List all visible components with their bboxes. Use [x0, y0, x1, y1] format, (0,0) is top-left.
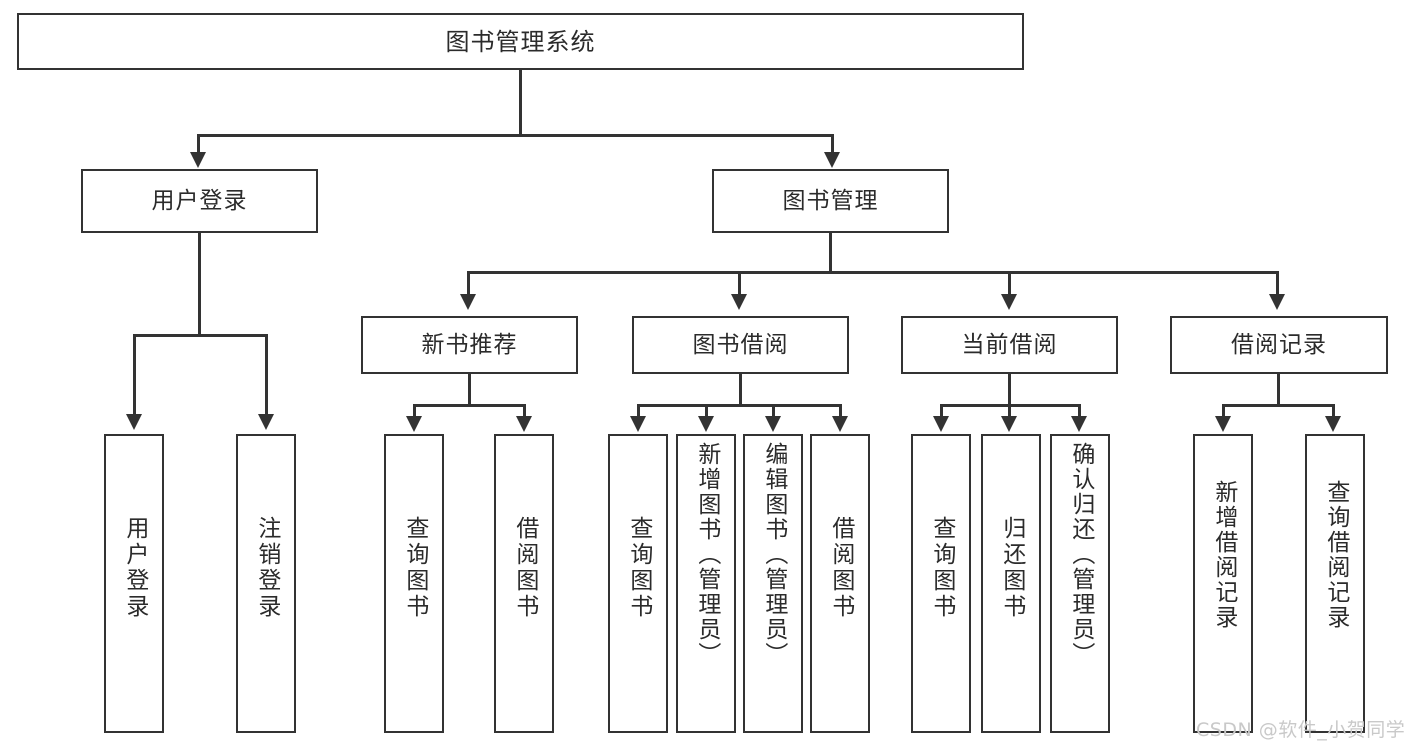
- arrowhead-current-borrow-leaf-1: [1001, 416, 1017, 432]
- node-label: 图书管理系统: [445, 27, 596, 56]
- arrowhead-book-borrow-leaf-1: [698, 416, 714, 432]
- connector-new-book-stem: [468, 374, 471, 406]
- node-book-borrow[interactable]: 图书借阅: [632, 316, 849, 374]
- leaf-new-book-borrow-book[interactable]: 借阅图书: [494, 434, 554, 733]
- arrowhead-user-login-leaf-1: [258, 414, 274, 430]
- leaf-book-borrow-borrow-book[interactable]: 借阅图书: [810, 434, 870, 733]
- leaf-current-borrow-return-book[interactable]: 归还图书: [981, 434, 1041, 733]
- connector-user-login-leaf-0: [133, 334, 136, 416]
- leaf-label: 借阅图书: [511, 516, 538, 620]
- connector-user-login-leaf-1: [265, 334, 268, 416]
- leaf-user-login-login[interactable]: 用户登录: [104, 434, 164, 733]
- node-label: 图书借阅: [692, 331, 789, 358]
- node-book-management[interactable]: 图书管理: [712, 169, 949, 233]
- connector-current-borrow-leaf-0: [940, 404, 943, 418]
- leaf-current-borrow-confirm-return-admin[interactable]: 确认归还（管理员）: [1050, 434, 1110, 733]
- arrowhead-borrow-record: [1269, 294, 1285, 310]
- connector-book-borrow-leaf-0: [637, 404, 640, 418]
- node-root-system[interactable]: 图书管理系统: [17, 13, 1024, 70]
- connector-book-borrow-bus: [637, 404, 841, 407]
- leaf-current-borrow-query-book[interactable]: 查询图书: [911, 434, 971, 733]
- arrowhead-new-book-leaf-0: [406, 416, 422, 432]
- arrowhead-current-borrow: [1001, 294, 1017, 310]
- connector-current-borrow-leaf-2: [1078, 404, 1081, 418]
- arrowhead-borrow-record-leaf-0: [1215, 416, 1231, 432]
- leaf-borrow-record-query-record[interactable]: 查询借阅记录: [1305, 434, 1365, 733]
- leaf-borrow-record-add-record[interactable]: 新增借阅记录: [1193, 434, 1253, 733]
- node-borrow-record[interactable]: 借阅记录: [1170, 316, 1388, 374]
- connector-book-mgmt-to-borrow-record: [1276, 271, 1279, 296]
- connector-current-borrow-stem: [1008, 374, 1011, 406]
- leaf-label: 查询图书: [401, 516, 428, 620]
- leaf-label: 借阅图书: [827, 516, 854, 620]
- connector-root-stem: [519, 70, 522, 136]
- connector-book-mgmt-stem: [829, 233, 832, 273]
- arrowhead-current-borrow-leaf-2: [1071, 416, 1087, 432]
- leaf-label: 归还图书: [998, 516, 1025, 620]
- node-label: 当前借阅: [961, 331, 1058, 358]
- node-current-borrow[interactable]: 当前借阅: [901, 316, 1118, 374]
- connector-book-borrow-leaf-1: [705, 404, 708, 418]
- leaf-label: 查询图书: [625, 516, 652, 620]
- leaf-new-book-query-book[interactable]: 查询图书: [384, 434, 444, 733]
- connector-new-book-bus: [413, 404, 526, 407]
- connector-borrow-record-bus: [1222, 404, 1335, 407]
- arrowhead-borrow-record-leaf-1: [1325, 416, 1341, 432]
- connector-root-bus: [197, 134, 834, 137]
- connector-book-borrow-leaf-3: [839, 404, 842, 418]
- leaf-label: 新增图书（管理员）: [693, 442, 720, 667]
- leaf-label: 查询借阅记录: [1322, 480, 1349, 630]
- arrowhead-user-login: [190, 152, 206, 168]
- connector-book-borrow-stem: [739, 374, 742, 406]
- connector-borrow-record-leaf-1: [1332, 404, 1335, 418]
- connector-new-book-leaf-1: [523, 404, 526, 418]
- connector-current-borrow-leaf-1: [1008, 404, 1011, 418]
- leaf-label: 新增借阅记录: [1210, 480, 1237, 630]
- leaf-label: 确认归还（管理员）: [1067, 442, 1094, 667]
- arrowhead-book-borrow-leaf-0: [630, 416, 646, 432]
- node-label: 用户登录: [151, 187, 248, 214]
- arrowhead-book-borrow: [731, 294, 747, 310]
- arrowhead-current-borrow-leaf-0: [933, 416, 949, 432]
- connector-root-to-user-login: [197, 134, 200, 154]
- connector-borrow-record-stem: [1277, 374, 1280, 406]
- leaf-label: 用户登录: [121, 516, 148, 620]
- leaf-book-borrow-add-book-admin[interactable]: 新增图书（管理员）: [676, 434, 736, 733]
- connector-user-login-stem: [198, 233, 201, 336]
- connector-book-mgmt-bus: [467, 271, 1279, 274]
- connector-book-borrow-leaf-2: [772, 404, 775, 418]
- connector-book-mgmt-to-book-borrow: [738, 271, 741, 296]
- node-label: 借阅记录: [1231, 331, 1327, 358]
- leaf-label: 编辑图书（管理员）: [760, 442, 787, 667]
- leaf-book-borrow-edit-book-admin[interactable]: 编辑图书（管理员）: [743, 434, 803, 733]
- connector-new-book-leaf-0: [413, 404, 416, 418]
- leaf-user-login-logout[interactable]: 注销登录: [236, 434, 296, 733]
- node-user-login[interactable]: 用户登录: [81, 169, 318, 233]
- leaf-label: 查询图书: [928, 516, 955, 620]
- arrowhead-book-mgmt: [824, 152, 840, 168]
- connector-book-mgmt-to-new-book: [467, 271, 470, 296]
- arrowhead-new-book: [460, 294, 476, 310]
- node-label: 图书管理: [782, 187, 879, 214]
- leaf-book-borrow-query-book[interactable]: 查询图书: [608, 434, 668, 733]
- arrowhead-new-book-leaf-1: [516, 416, 532, 432]
- connector-borrow-record-leaf-0: [1222, 404, 1225, 418]
- connector-book-mgmt-to-current-borrow: [1008, 271, 1011, 296]
- node-label: 新书推荐: [421, 331, 518, 358]
- node-new-book-recommend[interactable]: 新书推荐: [361, 316, 578, 374]
- arrowhead-user-login-leaf-0: [126, 414, 142, 430]
- leaf-label: 注销登录: [253, 516, 280, 620]
- arrowhead-book-borrow-leaf-2: [765, 416, 781, 432]
- arrowhead-book-borrow-leaf-3: [832, 416, 848, 432]
- connector-user-login-bus: [133, 334, 268, 337]
- connector-root-to-book-mgmt: [831, 134, 834, 154]
